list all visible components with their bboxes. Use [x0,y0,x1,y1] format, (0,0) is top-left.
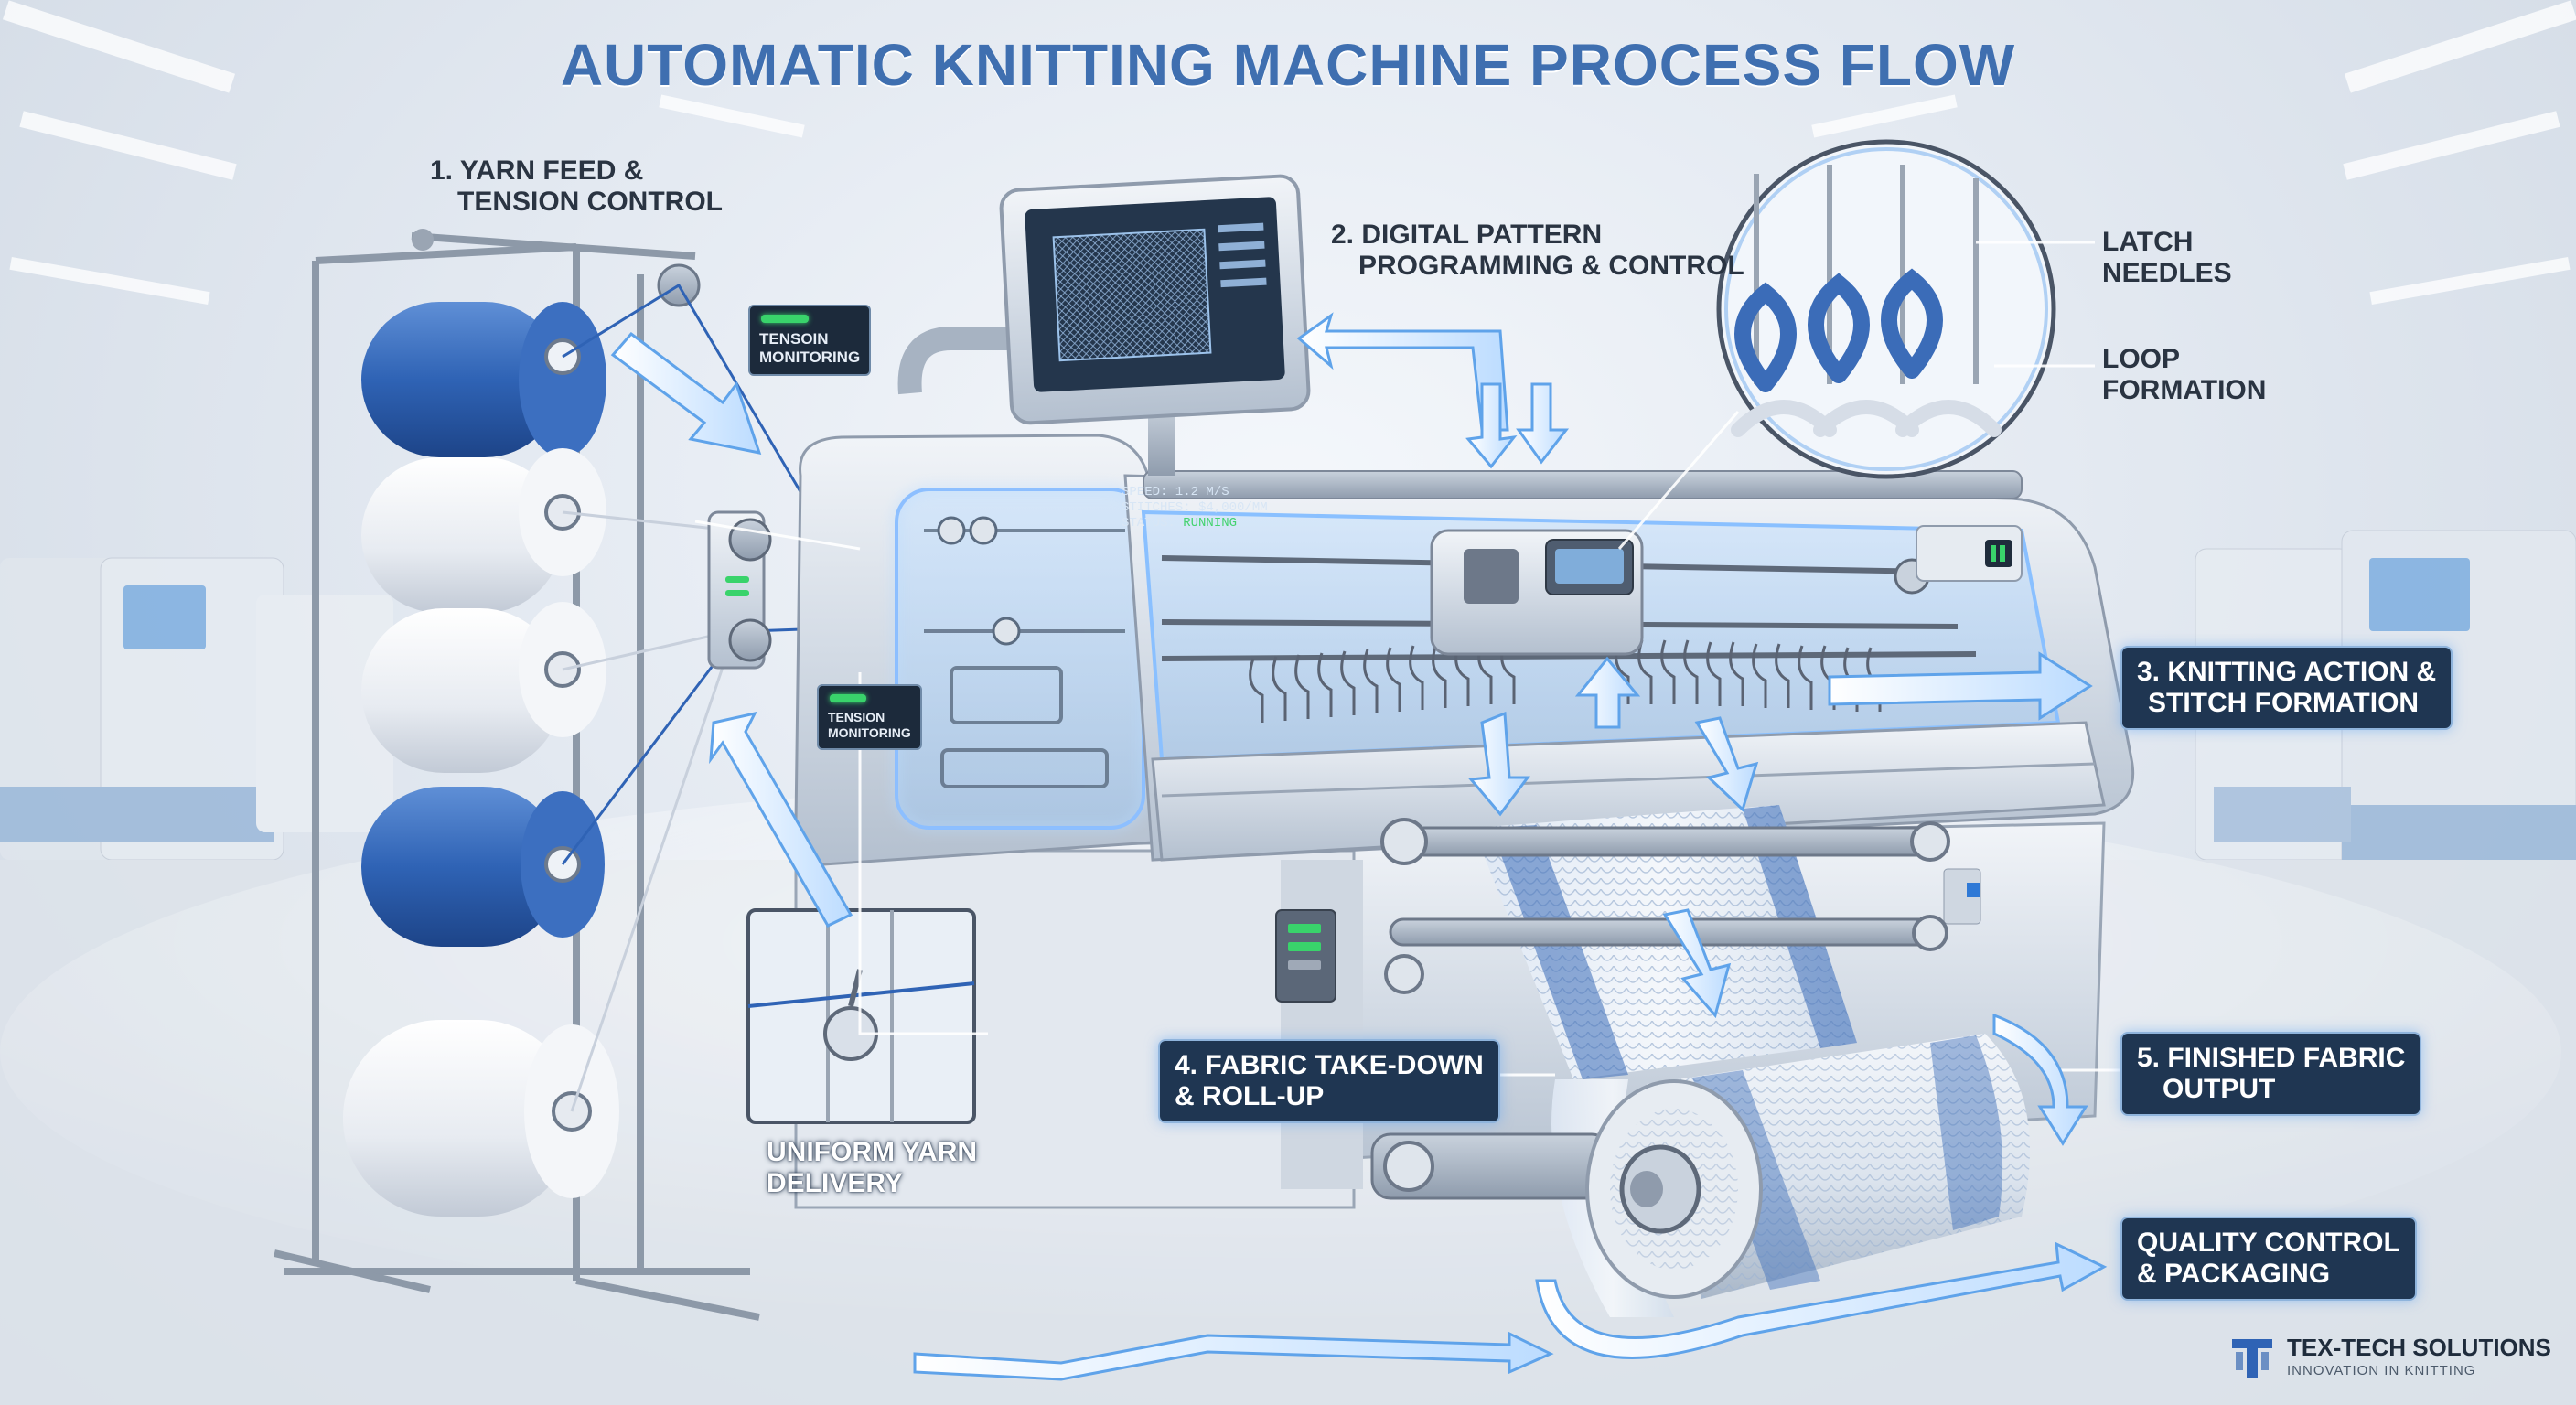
arrow-needle-up [1574,656,1641,729]
stitches-readout: STITCHES: $4,000/MM [1122,500,1268,515]
spool-white-3 [343,1020,619,1217]
step-knitting-line2: STITCH FORMATION [2148,688,2420,718]
loop-formation-line1: LOOP [2102,344,2181,374]
step-output-line1: 5. FINISHED FABRIC [2137,1043,2406,1073]
uniform-delivery-line2: DELIVERY [767,1168,903,1198]
arrow-pattern-1 [1296,312,1509,432]
loop-formation-line2: FORMATION [2102,375,2267,405]
status-readout: STATUS: RUNNING [1122,516,1268,531]
step-pattern-label: 2. DIGITAL PATTERN PROGRAMMING & CONTROL [1331,220,1744,282]
step-pattern-line1: 2. DIGITAL PATTERN [1331,220,1603,250]
step-knitting-label: 3. KNITTING ACTION & STITCH FORMATION [2120,646,2453,730]
step-yarn-feed-line1: 1. YARN FEED & [430,156,644,186]
control-monitor [897,174,1311,476]
step-output-label: 5. FINISHED FABRIC OUTPUT [2120,1032,2422,1116]
step-takedown-line2: & ROLL-UP [1175,1081,1325,1111]
status-value: RUNNING [1183,516,1238,531]
knitting-carriage [1430,529,1644,656]
step-qc-line1: QUALITY CONTROL [2137,1228,2400,1258]
step-knitting-line1: 3. KNITTING ACTION & [2137,657,2437,687]
uniform-delivery-line1: UNIFORM YARN [767,1137,978,1167]
step-takedown-label: 4. FABRIC TAKE-DOWN & ROLL-UP [1158,1039,1500,1123]
speed-readout: SPEED: 1.2 M/S [1122,485,1229,499]
machine-status-readout: SPEED: 1.2 M/S STITCHES: $4,000/MM STATU… [1122,485,1268,531]
arrow-needle-down-1 [1468,711,1530,817]
arrow-qc [1535,1241,2108,1359]
tension-tag-mid-line1: TENSION [828,710,886,724]
arrow-yarn-in [610,331,762,455]
status-led-icon [830,694,866,702]
arrow-floor [913,1331,1554,1381]
flow-arrows [610,312,2108,1381]
arrow-knit-right [1828,651,2093,721]
tension-tag-mid-line2: MONITORING [828,725,911,740]
tension-monitoring-tag-mid: TENSION MONITORING [817,684,922,750]
tension-monitoring-tag-top: TENSOIN MONITORING [748,305,872,376]
arrow-yarn-up [709,711,853,928]
status-label: STATUS: [1122,516,1175,531]
arrow-output [1992,1013,2088,1146]
arrow-needle-down-2 [1694,716,1759,812]
latch-needles-label: LATCH NEEDLES [2102,227,2232,289]
tex-tech-logo-icon [2232,1339,2272,1378]
step-output-line2: OUTPUT [2163,1074,2276,1104]
spool-white-1 [361,448,606,613]
page-title: AUTOMATIC KNITTING MACHINE PROCESS FLOW [560,32,2016,98]
step-pattern-line2: PROGRAMMING & CONTROL [1358,251,1744,281]
rollers [1370,818,1950,1200]
loop-formation-label: LOOP FORMATION [2102,344,2266,406]
arrow-pattern-down-1 [1465,382,1518,469]
spool-blue-2 [361,787,605,947]
tension-tag-top-line1: TENSOIN [759,330,829,348]
latch-needles-line2: NEEDLES [2102,258,2232,288]
needle-detail-magnifier [1716,139,2056,479]
fabric-roll [1585,1034,2030,1299]
spool-blue-1 [361,302,606,457]
arrow-pattern-down-2 [1516,382,1570,465]
step-qc-line2: & PACKAGING [2137,1259,2331,1289]
step-takedown-line1: 4. FABRIC TAKE-DOWN [1175,1050,1484,1080]
step-qc-label: QUALITY CONTROL & PACKAGING [2120,1217,2417,1301]
arrow-fabric-down [1662,908,1732,1019]
uniform-delivery-label: UNIFORM YARN DELIVERY [767,1137,977,1199]
latch-needles-line1: LATCH [2102,227,2194,257]
status-led-icon [761,315,809,323]
step-yarn-feed-line2: TENSION CONTROL [457,187,723,217]
tension-tag-top-line2: MONITORING [759,349,861,366]
step-yarn-feed-label: 1. YARN FEED & TENSION CONTROL [430,156,723,218]
brand-name: TEX-TECH SOLUTIONS [2287,1334,2551,1361]
spool-white-2 [361,602,606,773]
brand-tagline: INNOVATION IN KNITTING [2287,1363,2476,1378]
